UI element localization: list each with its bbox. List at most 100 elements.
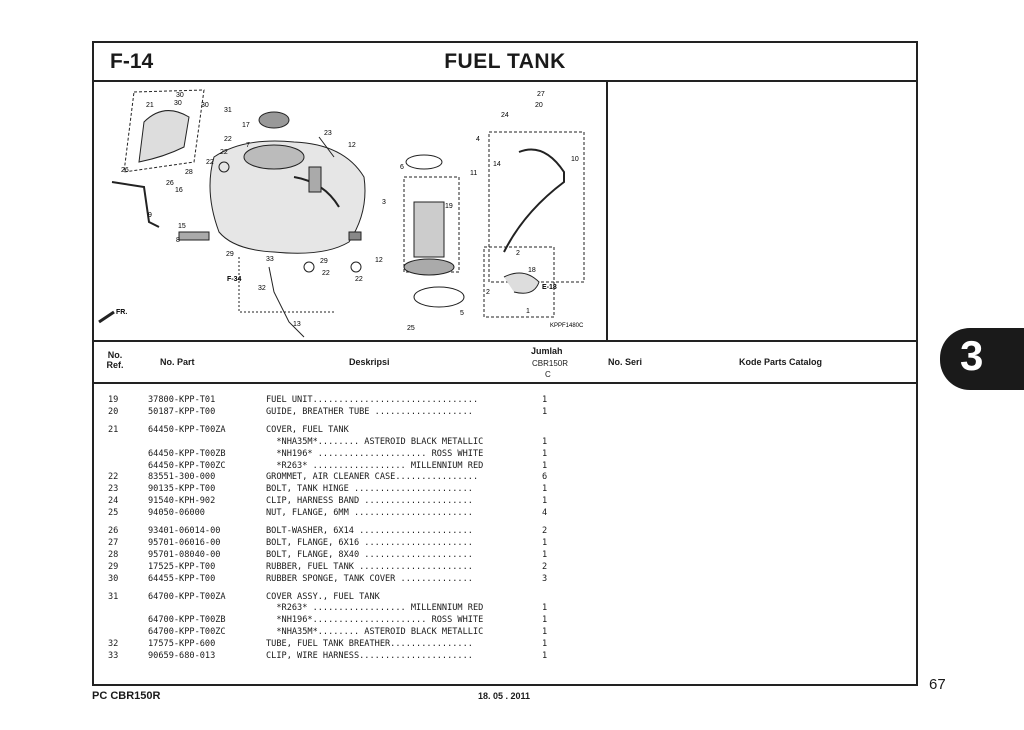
part-ref: 23: [108, 484, 119, 495]
callout-label: E-18: [542, 284, 557, 291]
part-quantity: 1: [542, 615, 548, 626]
part-number: 64450-KPP-T00ZB: [148, 448, 226, 459]
callout-label: 24: [501, 112, 509, 119]
part-quantity: 4: [542, 508, 548, 519]
part-number: 90659-680-013: [148, 651, 216, 661]
callout-label: 32: [258, 285, 266, 292]
col-no-ref: No. Ref.: [106, 350, 124, 370]
catalog-frame: F-14 FUEL TANK: [92, 41, 918, 686]
callout-label: 31: [224, 107, 232, 114]
part-number: 94050-06000: [148, 508, 205, 519]
part-number: 64450-KPP-T00ZC: [148, 460, 226, 471]
part-ref: 31: [108, 591, 119, 602]
part-ref: 28: [108, 549, 119, 560]
part-number: 95701-08040-00: [148, 549, 221, 560]
callout-label: 15: [178, 223, 186, 230]
diagram-empty-panel: [608, 82, 916, 340]
part-description: GROMMET, AIR CLEANER CASE...............…: [266, 472, 479, 483]
part-description: *R263* .................. MILLENNIUM RED: [266, 460, 484, 471]
part-description: NUT, FLANGE, 6MM .......................: [266, 508, 473, 519]
part-quantity: 6: [542, 472, 548, 483]
callout-label: 21: [146, 102, 154, 109]
callout-label: 29: [226, 251, 234, 258]
callout-label: 16: [175, 187, 183, 194]
callout-label: 22: [224, 136, 232, 143]
section-tab: 3: [940, 328, 1024, 390]
part-quantity: 1: [542, 651, 548, 661]
part-quantity: 3: [542, 573, 548, 584]
part-description: FUEL UNIT...............................…: [266, 395, 479, 405]
callout-label: 12: [375, 257, 383, 264]
part-description: GUIDE, BREATHER TUBE ...................: [266, 406, 473, 417]
part-description: *NHA35M*........ ASTEROID BLACK METALLIC: [266, 436, 484, 447]
callout-label: 11: [470, 170, 477, 177]
callout-label: 6: [400, 164, 404, 171]
callout-label: 17: [242, 122, 250, 129]
column-header-row: No. Ref. No. Part Deskripsi Jumlah CBR15…: [94, 340, 916, 384]
part-quantity: 1: [542, 603, 548, 614]
part-ref: 33: [108, 651, 119, 661]
part-quantity: 1: [542, 484, 548, 495]
part-quantity: 2: [542, 526, 548, 536]
callout-label: 28: [185, 169, 193, 176]
callout-label: 22: [220, 149, 228, 156]
callout-label: F-34: [227, 276, 242, 283]
part-description: *R263* .................. MILLENNIUM RED: [266, 603, 484, 614]
part-number: 50187-KPP-T00: [148, 406, 216, 417]
part-description: TUBE, FUEL TANK BREATHER................: [266, 639, 473, 650]
part-ref: 27: [108, 537, 119, 548]
header-bar: F-14 FUEL TANK: [94, 43, 916, 82]
col-no-part: No. Part: [160, 357, 195, 367]
col-model-type: C: [545, 370, 551, 379]
callout-label: 9: [148, 212, 152, 219]
callout-label: 4: [476, 136, 480, 143]
part-description: BOLT-WASHER, 6X14 ......................: [266, 526, 473, 536]
part-quantity: 2: [542, 561, 548, 572]
callout-label: 7: [246, 142, 250, 149]
part-quantity: 1: [542, 549, 548, 560]
callout-label: 27: [537, 91, 545, 98]
part-description: RUBBER SPONGE, TANK COVER ..............: [266, 573, 473, 584]
part-description: COVER ASSY., FUEL TANK: [266, 591, 380, 602]
callout-label: 3: [382, 199, 386, 206]
part-number: 64700-KPP-T00ZB: [148, 615, 226, 626]
callout-label: 29: [320, 258, 328, 265]
part-quantity: 1: [542, 639, 548, 650]
part-description: BOLT, TANK HINGE .......................: [266, 484, 473, 495]
callout-label: 8: [176, 237, 180, 244]
part-description: CLIP, WIRE HARNESS......................: [266, 651, 473, 661]
part-description: CLIP, HARNESS BAND .....................: [266, 496, 473, 507]
part-number: 17575-KPP-600: [148, 639, 216, 650]
figure-code: F-14: [110, 50, 154, 73]
callout-label: 10: [571, 156, 579, 163]
part-quantity: 1: [542, 537, 548, 548]
part-number: 17525-KPP-T00: [148, 561, 216, 572]
part-ref: 21: [108, 424, 119, 435]
part-ref: 25: [108, 508, 119, 519]
part-ref: 22: [108, 472, 119, 483]
callout-label: 2: [516, 250, 520, 257]
callout-label: 30: [174, 100, 182, 107]
part-ref: 24: [108, 496, 119, 507]
part-number: 64700-KPP-T00ZC: [148, 627, 226, 638]
col-kode: Kode Parts Catalog: [739, 357, 823, 367]
footer-model: PC CBR150R: [92, 690, 161, 702]
part-number: 95701-06016-00: [148, 537, 221, 548]
callout-label: 22: [355, 276, 363, 283]
part-number: 90135-KPP-T00: [148, 484, 216, 495]
part-number: 83551-300-000: [148, 472, 216, 483]
part-description: *NH196*...................... ROSS WHITE: [266, 615, 484, 626]
part-quantity: 1: [542, 406, 548, 417]
part-number: 37800-KPP-T01: [148, 395, 216, 405]
callout-label: 33: [266, 256, 274, 263]
callout-label: 12: [348, 142, 356, 149]
part-quantity: 1: [542, 460, 548, 471]
part-ref: 26: [108, 526, 119, 536]
callout-label: 19: [445, 203, 453, 210]
part-description: *NH196* ..................... ROSS WHITE: [266, 448, 484, 459]
section-number: 3: [960, 332, 984, 379]
part-quantity: 1: [542, 436, 548, 447]
callout-label: 20: [535, 102, 543, 109]
callout-label: 26: [166, 180, 174, 187]
